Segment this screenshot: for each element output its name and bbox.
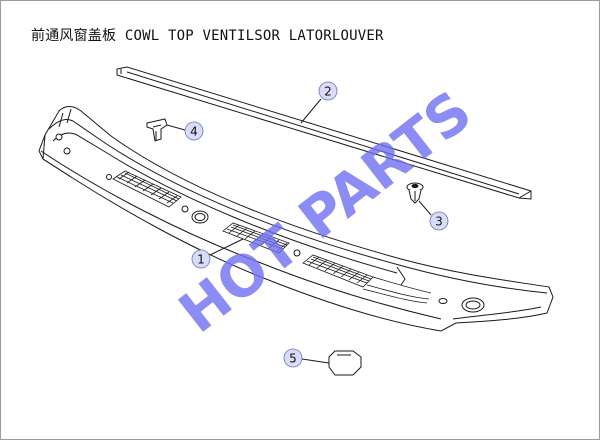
diagram-title: 前通风窗盖板 COWL TOP VENTILSOR LATORLOUVER — [31, 28, 384, 44]
svg-text:5: 5 — [289, 352, 297, 366]
vent-grille-left — [112, 170, 182, 208]
vent-grille-right — [302, 254, 432, 304]
leader-lines — [166, 98, 432, 364]
svg-text:3: 3 — [435, 215, 443, 229]
svg-text:1: 1 — [197, 253, 205, 267]
svg-text:4: 4 — [190, 125, 198, 139]
part-5-plug — [328, 350, 362, 376]
part-2-seal-strip — [116, 66, 532, 200]
part-4-push-clip — [146, 118, 168, 142]
callout-5: 5 — [283, 348, 303, 368]
part-1-cowl-panel — [38, 106, 554, 332]
callout-1: 1 — [191, 249, 211, 269]
svg-text:2: 2 — [324, 85, 332, 99]
vent-grille-center — [222, 222, 290, 254]
callout-3: 3 — [429, 211, 449, 231]
callout-4: 4 — [184, 121, 204, 141]
callout-2: 2 — [318, 81, 338, 101]
part-3-rivet-clip — [406, 182, 424, 204]
